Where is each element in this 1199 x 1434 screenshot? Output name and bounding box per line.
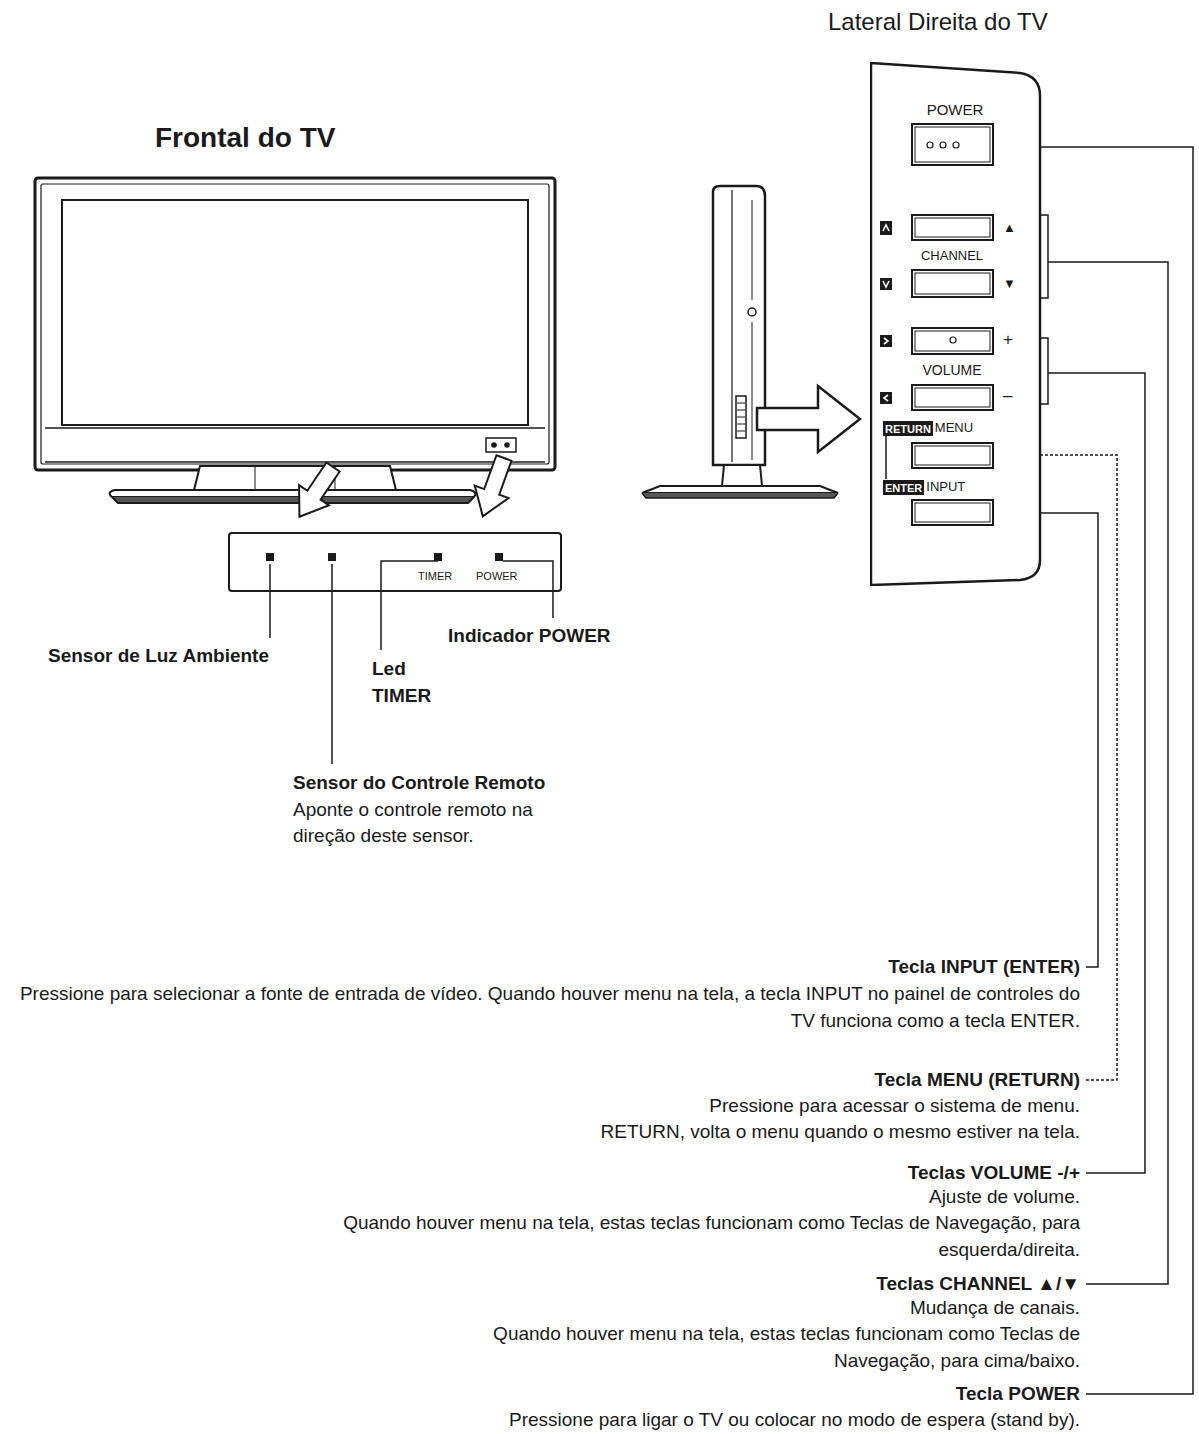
heading: Frontal do TV [155, 120, 415, 156]
key-description: Ajuste de volume. [680, 1184, 1080, 1210]
sign-symbol: – [1003, 386, 1019, 406]
part-label: Indicador POWER [448, 623, 668, 649]
indicator-panel: TIMER POWER [228, 532, 562, 592]
button-label: CHANNEL [921, 248, 983, 263]
part-label: Sensor do Controle Remoto [293, 770, 613, 796]
note: Aponte o controle remoto na direção dest… [293, 797, 593, 849]
indicator-text: POWER [476, 570, 518, 582]
tv-side [642, 186, 838, 498]
button-label: MENU [935, 420, 973, 435]
indicator-square [266, 553, 503, 561]
button-label: VOLUME [922, 362, 981, 378]
button-label: POWER [927, 101, 984, 118]
key-description: Quando houver menu na tela, estas teclas… [270, 1209, 1080, 1263]
pointer-arrow [757, 386, 860, 452]
part-label: Sensor de Luz Ambiente [48, 643, 348, 669]
tv-front [35, 178, 555, 503]
heading: Lateral Direita do TV [828, 6, 1128, 38]
key-tag: ENTER [883, 480, 924, 495]
key-name: Teclas VOLUME -/+ [720, 1160, 1080, 1186]
key-name: Tecla INPUT (ENTER) [720, 954, 1080, 980]
key-description: Pressione para acessar o sistema de menu… [480, 1093, 1080, 1119]
control-panel: RETURN ENTER POWER CHANNEL VOLUME MENU INPUT [870, 62, 1042, 586]
key-tag-text: ENTER [885, 482, 922, 494]
arrow-symbol: ▲ [1003, 220, 1019, 236]
pointer-arrow [285, 452, 521, 527]
key-name: Tecla MENU (RETURN) [720, 1067, 1080, 1093]
indicator-text: TIMER [418, 570, 452, 582]
arrow-symbol: ▼ [1003, 276, 1019, 292]
sign-symbol: + [1003, 330, 1019, 350]
key-description: Pressione para selecionar a fonte de ent… [8, 980, 1080, 1034]
key-description: Quando houver menu na tela, estas teclas… [420, 1320, 1080, 1374]
part-label: Led TIMER [372, 655, 442, 709]
key-description: Pressione para ligar o TV ou colocar no … [320, 1407, 1080, 1433]
button-label: INPUT [926, 479, 965, 494]
panel-outline [870, 62, 1042, 586]
key-description: Mudança de canais. [680, 1295, 1080, 1321]
key-name: Tecla POWER [720, 1381, 1080, 1407]
key-tag: RETURN [883, 421, 933, 436]
key-description: RETURN, volta o menu quando o mesmo esti… [380, 1119, 1080, 1145]
key-name: Teclas CHANNEL ▲/▼ [720, 1271, 1080, 1297]
key-tag-text: RETURN [885, 423, 931, 435]
